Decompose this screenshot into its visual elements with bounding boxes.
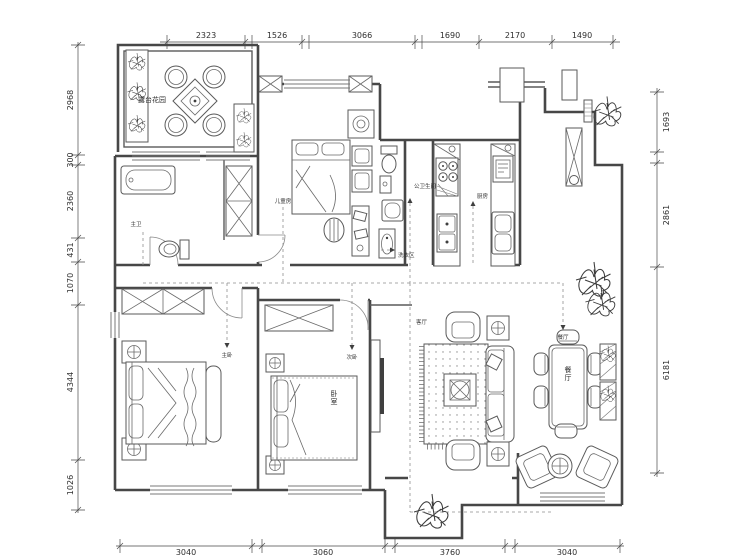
dim-left-6: 4344 — [66, 372, 75, 392]
dim-left-5: 1070 — [66, 273, 75, 293]
dim-left-2: 300 — [66, 152, 75, 167]
dim-left-7: 1026 — [66, 475, 75, 495]
dim-left-3: 2360 — [66, 191, 75, 211]
balcony-furniture — [413, 261, 619, 529]
dim-top-3: 3066 — [352, 31, 372, 40]
dim-right-3: 6181 — [662, 360, 671, 380]
dim-top-4: 1690 — [440, 31, 460, 40]
dim-bottom-4: 3040 — [557, 548, 577, 555]
dim-top-6: 1490 — [572, 31, 592, 40]
label-kitchen: 厨房 — [477, 192, 489, 200]
dimension-chain-right: 1693 2861 6181 — [650, 88, 671, 477]
dimension-chain-left: 2968 300 2360 431 1070 4344 1026 — [66, 41, 85, 514]
dim-bottom-2: 3060 — [313, 548, 333, 555]
dining-room-furniture — [533, 329, 617, 439]
dim-bottom-1: 3040 — [176, 548, 196, 555]
guest-bath-fixtures — [378, 145, 404, 259]
dim-bottom-3: 3760 — [440, 548, 460, 555]
label-dining-leader: 餐厅 — [557, 333, 569, 341]
label-guest-bath: 公卫生间 — [414, 182, 436, 190]
entry-area — [565, 95, 622, 187]
door-swings — [149, 234, 369, 331]
living-room-furniture — [419, 311, 515, 471]
master-bath-fixtures — [120, 165, 253, 260]
second-bedroom-furniture — [264, 304, 358, 475]
kitchen-furniture — [433, 143, 516, 267]
dim-top-5: 2170 — [505, 31, 525, 40]
terrace-furniture — [125, 49, 255, 153]
dimension-chain-top: 2323 1526 3066 1690 2170 1490 — [160, 31, 620, 49]
master-bedroom-furniture — [121, 288, 222, 461]
walls — [113, 43, 624, 540]
label-bedroom-bed: 卧室 — [330, 390, 338, 406]
dim-top-2: 1526 — [267, 31, 287, 40]
label-living-room: 客厅 — [416, 318, 428, 326]
dim-left-1: 2968 — [66, 90, 75, 110]
dim-top-1: 2323 — [196, 31, 216, 40]
label-kids-room: 儿童房 — [275, 197, 292, 205]
terrace-table-set — [164, 65, 226, 137]
kids-room-furniture — [291, 109, 375, 257]
dim-right-1: 1693 — [662, 112, 671, 132]
room-labels: 露台花园 主卫 儿童房 公卫生间 洗衣区 厨房 主卧 次卧 客厅 餐厅 卧室 餐… — [130, 95, 572, 406]
label-second-bedroom: 次卧 — [346, 353, 358, 361]
label-terrace: 露台花园 — [138, 95, 166, 104]
circulation-dashed-lines — [142, 198, 566, 513]
dim-right-2: 2861 — [662, 205, 671, 225]
label-laundry: 洗衣区 — [398, 251, 415, 259]
label-master-bath: 主卫 — [130, 220, 142, 228]
label-master-bedroom: 主卧 — [221, 351, 233, 359]
windows — [110, 79, 605, 502]
dimension-chain-bottom: 3040 3060 3760 3040 — [116, 539, 624, 555]
label-dining-room: 餐厅 — [564, 365, 572, 382]
dim-left-4: 431 — [66, 242, 75, 257]
